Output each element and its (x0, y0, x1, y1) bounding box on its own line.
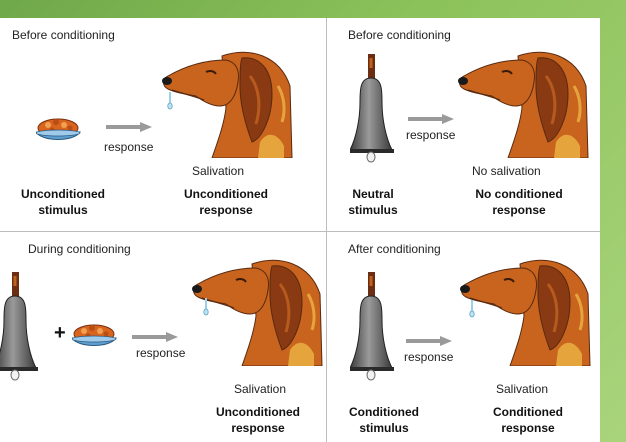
dog-head-icon (160, 50, 294, 158)
dog-head-icon (458, 258, 592, 366)
panel-title: Before conditioning (348, 28, 451, 42)
food-bowl-icon (36, 118, 81, 140)
arrow-right-icon (406, 336, 452, 346)
response-label: Unconditioned response (216, 405, 300, 435)
arrow-right-icon (408, 114, 454, 124)
vertical-divider (326, 18, 327, 442)
panel-after-conditioning: After conditioning response Salivation C… (326, 232, 600, 442)
plus-sign: + (54, 322, 66, 344)
arrow-label: response (136, 346, 186, 360)
result-label: Salivation (234, 382, 287, 396)
arrow-label: response (104, 140, 154, 154)
bell-icon (0, 272, 39, 381)
panel-during-conditioning: During conditioning + response Salivatio… (0, 232, 324, 442)
response-label: No conditioned response (475, 187, 563, 217)
panel-before-conditioning-food: Before conditioning response Salivation … (0, 18, 300, 228)
panel-title: During conditioning (28, 242, 131, 256)
panel-title: Before conditioning (12, 28, 115, 42)
response-label: Unconditioned response (184, 187, 268, 217)
panel-before-conditioning-bell: Before conditioning response No salivati… (326, 18, 600, 228)
stimulus-label: Unconditioned stimulus (21, 187, 105, 217)
arrow-right-icon (106, 122, 152, 132)
bell-icon (350, 272, 395, 381)
diagram-board: Before conditioning response Salivation … (0, 18, 600, 442)
bell-icon (350, 54, 395, 163)
panel-title: After conditioning (348, 242, 441, 256)
arrow-right-icon (132, 332, 178, 342)
response-label: Conditioned response (493, 405, 563, 435)
dog-head-icon (456, 50, 590, 158)
dog-head-icon (190, 258, 324, 366)
result-label: Salivation (496, 382, 549, 396)
food-bowl-icon (72, 324, 117, 346)
result-label: No salivation (472, 164, 541, 178)
stimulus-label: Conditioned stimulus (349, 405, 419, 435)
result-label: Salivation (192, 164, 245, 178)
arrow-label: response (404, 350, 454, 364)
horizontal-divider (0, 231, 600, 232)
arrow-label: response (406, 128, 456, 142)
stimulus-label: Neutral stimulus (348, 187, 398, 217)
